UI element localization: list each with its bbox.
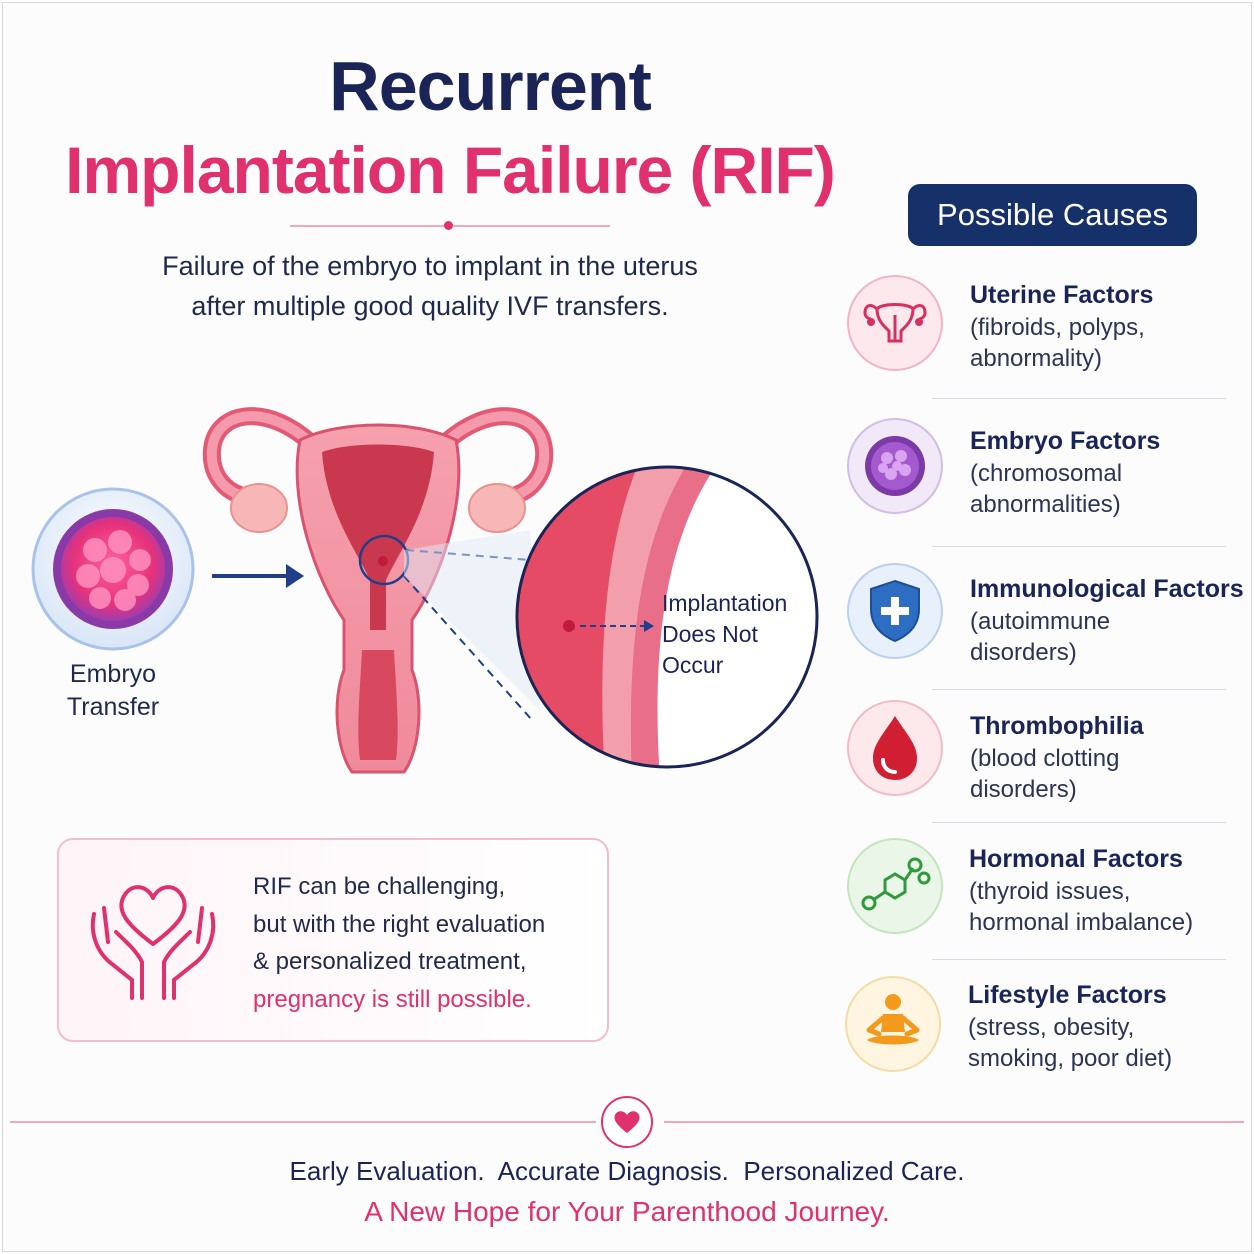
cause-desc: disorders) — [970, 776, 1077, 803]
footer-divider-left — [10, 1121, 596, 1123]
cause-desc: (stress, obesity, — [968, 1014, 1135, 1041]
cause-divider — [932, 398, 1226, 399]
subtitle: Failure of the embryo to implant in the … — [80, 246, 780, 326]
footer-divider-right — [664, 1121, 1244, 1123]
cause-divider — [932, 822, 1226, 823]
heart-icon — [601, 1096, 653, 1148]
callout-line-1: Implantation — [662, 590, 788, 616]
cause-desc: abnormality) — [970, 345, 1103, 372]
hope-line-3: & personalized treatment, — [253, 948, 527, 975]
cause-desc: abnormalities) — [970, 491, 1121, 518]
embryo-transfer-label: Embryo Transfer — [48, 658, 178, 724]
cause-desc: disorders) — [970, 639, 1077, 666]
footer-tagline: Early Evaluation. Accurate Diagnosis. Pe… — [289, 1156, 965, 1186]
possible-causes-heading: Possible Causes — [908, 184, 1197, 246]
cause-divider — [932, 689, 1226, 690]
cause-hormonal: Hormonal Factors (thyroid issues, hormon… — [969, 845, 1193, 938]
cause-title: Uterine Factors — [970, 281, 1154, 309]
cause-desc: (thyroid issues, — [969, 878, 1131, 905]
embryo-cell-icon — [847, 418, 943, 514]
molecule-icon — [847, 838, 943, 934]
cause-desc: (fibroids, polyps, — [970, 314, 1145, 341]
cause-desc: (blood clotting — [970, 745, 1120, 772]
footer-slogan: A New Hope for Your Parenthood Journey. — [364, 1196, 890, 1227]
cause-thrombophilia: Thrombophilia (blood clotting disorders) — [970, 712, 1144, 805]
zoom-callout — [515, 465, 819, 769]
title-line-2: Implantation Failure (RIF) — [65, 133, 836, 207]
cause-title: Thrombophilia — [970, 712, 1144, 740]
title-line-1: Recurrent — [329, 47, 652, 125]
cause-uterine: Uterine Factors (fibroids, polyps, abnor… — [970, 281, 1153, 374]
cause-desc: (autoimmune — [970, 608, 1111, 635]
hope-line-2: but with the right evaluation — [253, 910, 546, 938]
blood-drop-icon — [847, 700, 943, 796]
transfer-arrow — [212, 564, 304, 588]
cause-divider — [932, 546, 1226, 547]
embryo-icon — [31, 487, 195, 651]
uterus-illustration — [31, 407, 819, 774]
callout-line-2: Does Not — [662, 621, 758, 647]
uterus-anatomy — [202, 407, 554, 774]
embryo-label-line-2: Transfer — [66, 693, 160, 721]
subtitle-line-2: after multiple good quality IVF transfer… — [191, 291, 669, 321]
embryo-label-line-1: Embryo — [69, 660, 157, 688]
cause-embryo: Embryo Factors (chromosomal abnormalitie… — [970, 427, 1160, 520]
cause-desc: hormonal imbalance) — [969, 909, 1194, 936]
implantation-callout-label: Implantation Does Not Occur — [662, 588, 787, 681]
cause-desc: smoking, poor diet) — [968, 1045, 1173, 1072]
hope-line-1: RIF can be challenging, — [253, 873, 506, 900]
title-divider-dot — [444, 221, 453, 230]
cause-title: Hormonal Factors — [969, 845, 1183, 873]
cause-immunological: Immunological Factors (autoimmune disord… — [970, 575, 1244, 668]
cause-divider — [932, 959, 1226, 960]
cause-lifestyle: Lifestyle Factors (stress, obesity, smok… — [968, 981, 1172, 1074]
subtitle-line-1: Failure of the embryo to implant in the … — [162, 251, 698, 281]
shield-plus-icon — [847, 563, 943, 659]
cause-title: Embryo Factors — [970, 427, 1161, 455]
cause-desc: (chromosomal — [970, 460, 1123, 487]
uterus-icon — [847, 275, 943, 371]
heart-hands-icon — [90, 885, 216, 1000]
hope-message: RIF can be challenging, but with the rig… — [253, 868, 603, 1018]
cause-title: Immunological Factors — [970, 575, 1244, 603]
callout-line-3: Occur — [662, 652, 724, 678]
hope-line-4: pregnancy is still possible. — [253, 985, 532, 1013]
cause-title: Lifestyle Factors — [968, 981, 1167, 1009]
meditation-icon — [845, 976, 941, 1072]
